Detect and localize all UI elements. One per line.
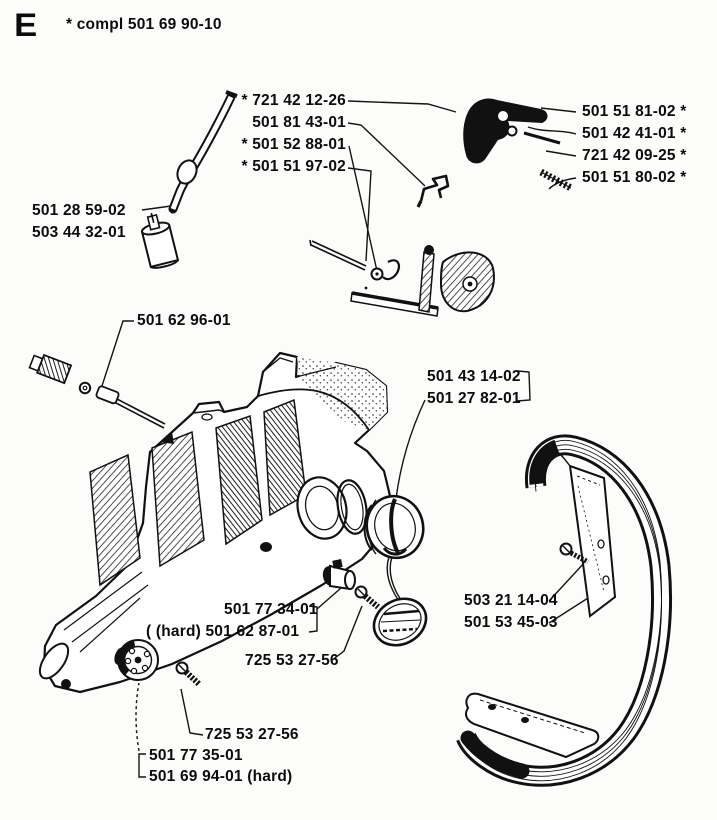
label-501424101: 501 42 41-01 * xyxy=(582,125,687,142)
label-tank-plug: 501 77 34-01 xyxy=(224,601,318,618)
throttle-rod xyxy=(309,239,401,290)
label-501518002: 501 51 80-02 * xyxy=(582,169,687,186)
fuel-cap xyxy=(363,494,425,602)
tank-plug xyxy=(322,559,356,591)
section-letter: E xyxy=(14,7,39,43)
label-handle-bracket: 501 53 45-03 xyxy=(464,614,558,631)
handle-bottom-bracket xyxy=(465,692,600,759)
tank-body xyxy=(38,351,393,694)
screw-725-b xyxy=(175,661,202,687)
label-501519702: * 501 51 97-02 xyxy=(241,158,346,175)
label-cap-retainer: 501 27 82-01 xyxy=(427,390,521,407)
handle-mount-plate xyxy=(553,448,617,618)
fuel-filter xyxy=(140,212,180,269)
throttle-lock-bracket xyxy=(350,245,495,317)
label-oiler-rod: 501 62 96-01 xyxy=(137,312,231,329)
screw-725-a xyxy=(354,585,380,610)
label-screw-a: 725 53 27-56 xyxy=(245,652,339,669)
o-ring xyxy=(336,479,368,535)
oiler-rod xyxy=(28,353,166,429)
cap-retainer-plate xyxy=(372,597,428,647)
label-501814301: 501 81 43-01 xyxy=(252,114,346,131)
label-fuel-hose: 501 28 59-02 xyxy=(32,202,126,219)
label-screw-b: 725 53 27-56 xyxy=(205,726,299,743)
label-damper: 501 77 35-01 xyxy=(149,747,243,764)
vibration-damper xyxy=(61,639,159,689)
leader-lines xyxy=(100,100,600,778)
throttle-trigger xyxy=(463,98,573,192)
label-compl: * compl 501 69 90-10 xyxy=(66,16,222,33)
front-handle xyxy=(466,440,662,780)
fuel-hose xyxy=(168,90,238,214)
throttle-wire-hook xyxy=(416,174,450,208)
label-handle-screw: 503 21 14-04 xyxy=(464,592,558,609)
label-damper-hard: 501 69 94-01 (hard) xyxy=(149,768,293,785)
label-721420925: 721 42 09-25 * xyxy=(582,147,687,164)
label-fuel-cap: 501 43 14-02 xyxy=(427,368,521,385)
label-501528801: * 501 52 88-01 xyxy=(241,136,346,153)
handle-screw xyxy=(559,542,590,565)
label-tank-plug-hard: ( (hard) 501 62 87-01 xyxy=(146,623,300,640)
label-501518102: 501 51 81-02 * xyxy=(582,103,687,120)
label-721421226: * 721 42 12-26 xyxy=(241,92,346,109)
label-fuel-filter: 503 44 32-01 xyxy=(32,224,126,241)
